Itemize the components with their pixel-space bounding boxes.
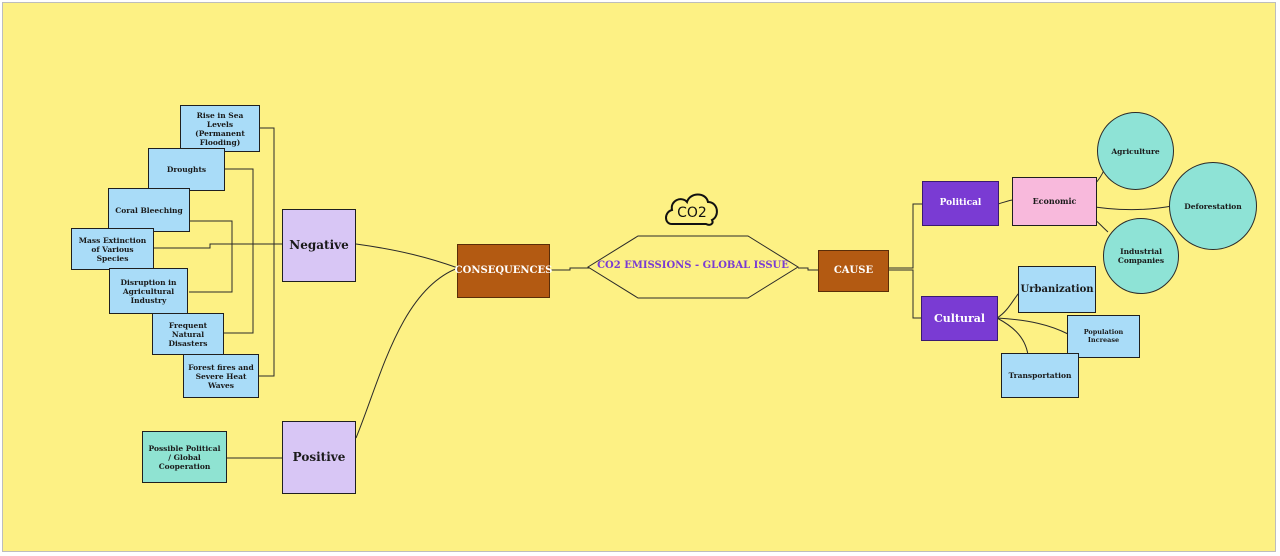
connector [189, 220, 233, 293]
cause-node[interactable]: CAUSE [818, 250, 889, 292]
economic-item-label: Agriculture [1111, 146, 1160, 156]
connector [997, 199, 1014, 205]
economic-item-label: Industrial Companies [1117, 247, 1165, 265]
political-label: Political [939, 198, 982, 209]
negative-item-label: Mass Extinction of Various Species [78, 235, 147, 263]
economic-item-industrial-companies[interactable]: Industrial Companies [1103, 218, 1179, 294]
negative-label: Negative [289, 238, 349, 253]
cultural-item-label: Urbanization [1020, 283, 1094, 295]
cultural-item-population-increase[interactable]: Population Increase [1067, 315, 1140, 358]
negative-item-droughts[interactable]: Droughts [148, 148, 225, 191]
negative-item-label: Forest fires and Severe Heat Waves [188, 362, 254, 390]
negative-item-label: Disruption in Agricultural Industry [120, 277, 177, 305]
cloud-co2-icon: CO2 [665, 193, 718, 226]
positive-node[interactable]: Positive [282, 421, 356, 494]
negative-item-coral-bleeching[interactable]: Coral Bleeching [108, 188, 190, 232]
negative-item-forest-fires[interactable]: Forest fires and Severe Heat Waves [183, 354, 259, 398]
consequences-node[interactable]: CONSEQUENCES [455, 244, 552, 298]
connector [888, 269, 923, 319]
connector [798, 267, 819, 271]
positive-item-label: Possible Political / Global Cooperation [148, 443, 221, 471]
connector [888, 203, 923, 269]
negative-item-natural-disasters[interactable]: Frequent Natural Disasters [152, 313, 224, 355]
negative-item-label: Coral Bleeching [115, 205, 183, 215]
cultural-item-urbanization[interactable]: Urbanization [1018, 266, 1096, 313]
economic-item-label: Deforestation [1184, 201, 1242, 211]
connector [355, 243, 459, 269]
negative-item-label: Rise in Sea Levels (Permanent Flooding) [195, 110, 245, 147]
connector [259, 127, 275, 377]
connector [355, 267, 459, 439]
negative-item-label: Droughts [166, 165, 207, 174]
positive-label: Positive [292, 450, 346, 465]
consequences-label: CONSEQUENCES [454, 265, 553, 276]
cultural-item-label: Population Increase [1083, 327, 1124, 344]
economic-item-deforestation[interactable]: Deforestation [1169, 162, 1257, 250]
negative-item-sea-levels[interactable]: Rise in Sea Levels (Permanent Flooding) [180, 105, 260, 152]
economic-item-agriculture[interactable]: Agriculture [1097, 112, 1174, 190]
negative-node[interactable]: Negative [282, 209, 356, 282]
cultural-item-label: Transportation [1008, 371, 1072, 380]
cultural-node[interactable]: Cultural [921, 296, 998, 341]
cloud-text: CO2 [677, 205, 707, 221]
negative-item-mass-extinction[interactable]: Mass Extinction of Various Species [71, 228, 154, 270]
connector [996, 317, 1029, 356]
cultural-item-transportation[interactable]: Transportation [1001, 353, 1079, 398]
positive-item-cooperation[interactable]: Possible Political / Global Cooperation [142, 431, 227, 483]
center-hexagon [587, 235, 799, 299]
cause-label: CAUSE [833, 265, 874, 276]
cultural-label: Cultural [933, 311, 986, 325]
connector [224, 168, 254, 334]
negative-item-agriculture-disruption[interactable]: Disruption in Agricultural Industry [109, 268, 188, 314]
economic-label: Economic [1032, 195, 1077, 206]
connector [549, 267, 590, 271]
center-topic-label: CO2 EMISSIONS - GLOBAL ISSUE [597, 260, 789, 271]
connector [996, 317, 1069, 335]
political-node[interactable]: Political [922, 181, 999, 226]
connector [153, 243, 283, 249]
economic-node[interactable]: Economic [1012, 177, 1097, 226]
negative-item-label: Frequent Natural Disasters [168, 320, 208, 348]
